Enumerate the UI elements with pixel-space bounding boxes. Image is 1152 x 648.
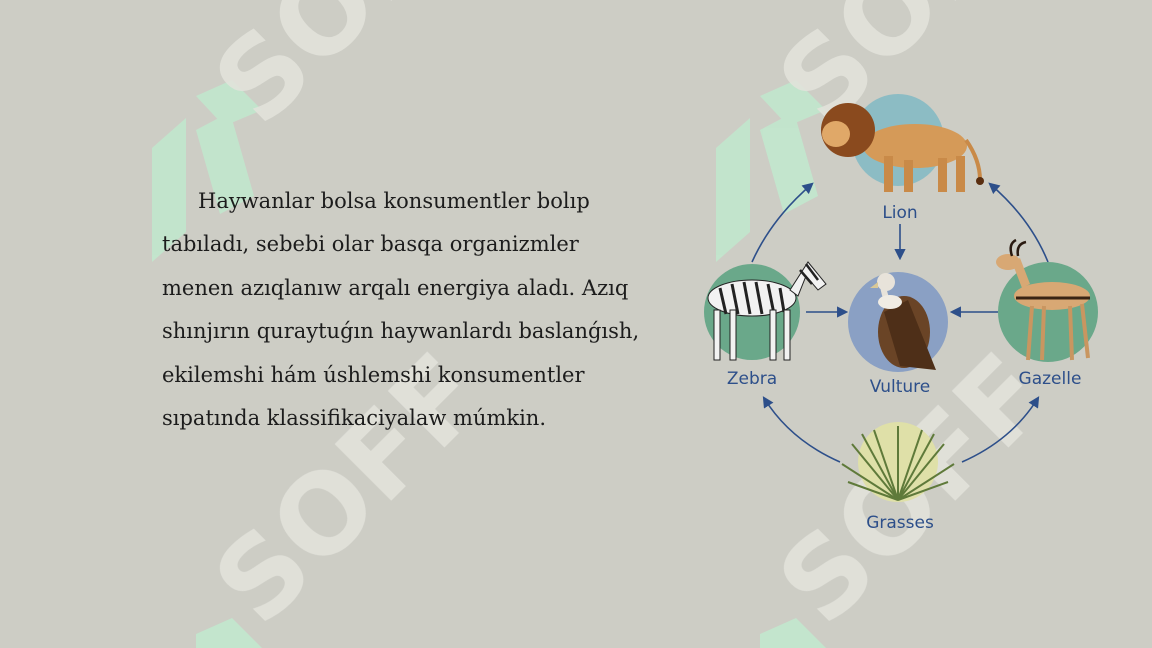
watermark-text: SOFF <box>190 0 509 148</box>
gazelle-icon <box>996 238 1090 361</box>
arrow-grasses-to-gazelle <box>961 396 1040 463</box>
lion-icon <box>821 103 984 192</box>
food-web-diagram: Lion Zebra Vulture <box>704 94 1098 533</box>
zebra-label: Zebra <box>727 369 777 389</box>
vulture-icon <box>870 273 936 370</box>
slide-paragraph: Haywanlar bolsa konsumentler bolıp tabıl… <box>162 189 640 431</box>
grasses-label: Grasses <box>866 513 934 533</box>
zebra-node: Zebra <box>704 261 827 389</box>
grass-icon <box>841 426 955 501</box>
arrow-grasses-to-zebra <box>762 396 841 463</box>
arrow-gazelle-to-lion <box>988 182 1049 263</box>
zebra-icon <box>707 261 827 361</box>
gazelle-node: Gazelle <box>996 238 1098 389</box>
lion-node: Lion <box>821 94 984 223</box>
watermark-logo-mark <box>716 80 826 262</box>
arrow-zebra-to-lion <box>751 182 814 263</box>
grasses-node: Grasses <box>841 422 955 533</box>
vulture-label: Vulture <box>870 377 931 397</box>
slide-text-block: Haywanlar bolsa konsumentler bolıp tabıl… <box>162 180 652 440</box>
watermark-logo-mark <box>196 618 826 648</box>
lion-label: Lion <box>882 203 917 223</box>
watermark-logo-mark <box>152 80 262 262</box>
vulture-node: Vulture <box>848 272 948 397</box>
gazelle-label: Gazelle <box>1019 369 1082 389</box>
